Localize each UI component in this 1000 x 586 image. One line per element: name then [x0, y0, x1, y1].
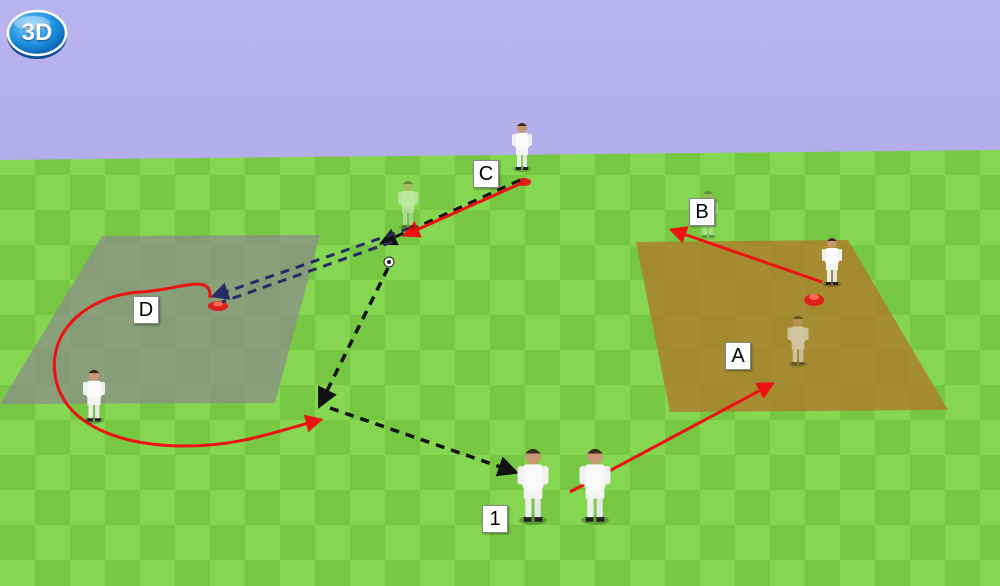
label-1: 1: [482, 505, 508, 533]
cone-marker: [804, 294, 824, 306]
badge-3d-label: 3D: [21, 19, 53, 46]
orange-zone: [636, 240, 948, 412]
label-a: A: [725, 342, 751, 370]
label-d: D: [133, 296, 159, 324]
badge-3d-icon: [6, 9, 68, 59]
cone-marker: [208, 301, 228, 311]
grey-zone: [0, 235, 320, 404]
football-icon: [383, 256, 395, 268]
pass-arrows: [210, 178, 521, 477]
label-b: B: [689, 198, 715, 226]
label-c: C: [473, 160, 499, 188]
